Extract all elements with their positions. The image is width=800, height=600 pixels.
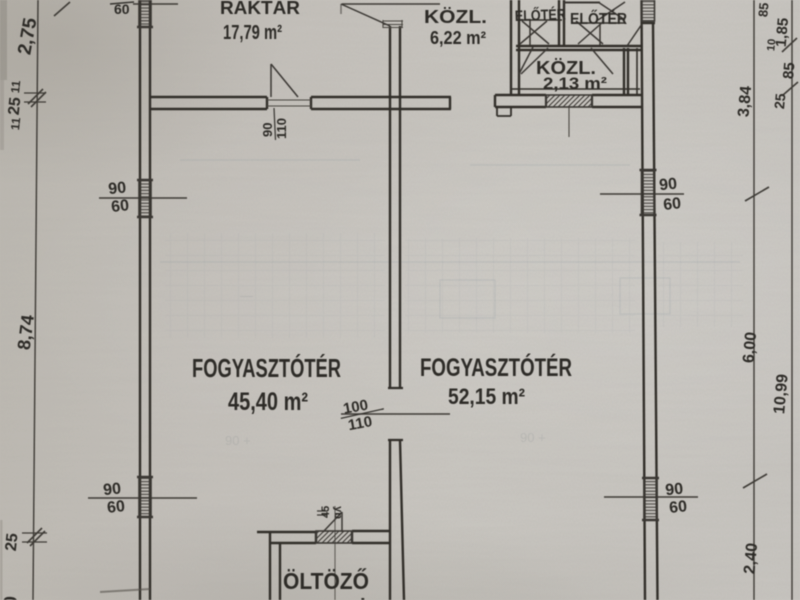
svg-text:60: 60 xyxy=(668,498,688,517)
svg-text:90 +: 90 + xyxy=(520,430,546,445)
svg-text:45,40 m²: 45,40 m² xyxy=(228,388,308,416)
svg-text:8,74: 8,74 xyxy=(14,314,38,351)
svg-text:110: 110 xyxy=(274,118,289,139)
svg-text:90: 90 xyxy=(658,175,678,194)
svg-text:2,13 m²: 2,13 m² xyxy=(543,74,607,93)
svg-text:100: 100 xyxy=(342,397,370,418)
svg-text:60: 60 xyxy=(106,498,126,517)
svg-text:52,15 m²: 52,15 m² xyxy=(448,384,525,409)
svg-text:FOGYASZTÓTÉR: FOGYASZTÓTÉR xyxy=(192,353,341,383)
svg-text:25: 25 xyxy=(3,532,22,552)
svg-text:90: 90 xyxy=(107,179,127,198)
svg-text:ELŐTÉR: ELŐTÉR xyxy=(515,5,567,25)
svg-text:90: 90 xyxy=(102,480,122,499)
svg-text:60: 60 xyxy=(114,1,130,17)
svg-text:6,00: 6,00 xyxy=(740,331,760,364)
svg-text:110: 110 xyxy=(347,413,374,434)
svg-text:10,99: 10,99 xyxy=(771,373,791,414)
svg-text:85: 85 xyxy=(755,2,771,18)
svg-text:,0: ,0 xyxy=(0,595,22,600)
svg-text:85: 85 xyxy=(780,62,798,80)
svg-text:60: 60 xyxy=(662,195,682,214)
svg-text:17,79 m²: 17,79 m² xyxy=(223,22,282,44)
svg-text:ELŐTÉR: ELŐTÉR xyxy=(570,9,627,28)
svg-text:FOGYASZTÓTÉR: FOGYASZTÓTÉR xyxy=(420,352,572,382)
svg-text:KÖZL.: KÖZL. xyxy=(536,58,596,78)
svg-text:KÖZL.: KÖZL. xyxy=(424,7,487,27)
svg-text:ÖLTÖZŐ: ÖLTÖZŐ xyxy=(283,567,369,594)
svg-text:90: 90 xyxy=(664,480,684,499)
svg-text:25: 25 xyxy=(6,96,25,116)
svg-text:6,22 m²: 6,22 m² xyxy=(430,28,486,48)
svg-text:⎯⎯: ⎯⎯ xyxy=(240,288,254,303)
svg-text:10: 10 xyxy=(765,38,778,51)
svg-text:,: , xyxy=(360,584,366,600)
svg-text:45: 45 xyxy=(320,506,332,518)
svg-text:11: 11 xyxy=(8,79,23,93)
svg-text:90 +: 90 + xyxy=(225,433,251,448)
svg-text:2,40: 2,40 xyxy=(741,542,761,575)
svg-text:60: 60 xyxy=(110,197,130,216)
svg-text:11: 11 xyxy=(8,116,23,130)
svg-text:RAKTÁR: RAKTÁR xyxy=(220,0,300,18)
svg-text:1,85: 1,85 xyxy=(773,17,792,48)
svg-text:25: 25 xyxy=(771,93,788,110)
svg-text:ɑʎ: ɑʎ xyxy=(332,505,344,519)
svg-text:90: 90 xyxy=(260,123,275,137)
svg-text:3,84: 3,84 xyxy=(735,85,755,118)
